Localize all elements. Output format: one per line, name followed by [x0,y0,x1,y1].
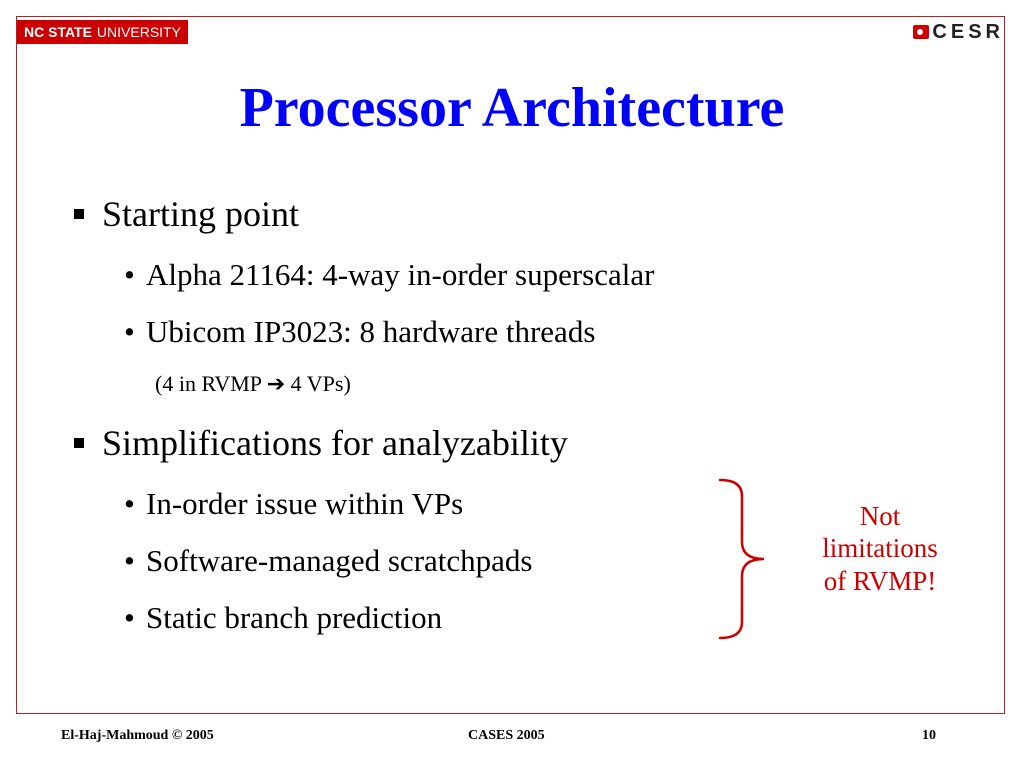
square-bullet-icon [74,208,84,219]
footer-author: El-Haj-Mahmoud © 2005 [61,728,214,743]
sub-bullet-text: In-order issue within VPs [146,486,464,521]
sub-note-rvmp: (4 in RVMP ➔ 4 VPs) [155,373,351,395]
ncsu-logo: NC STATE UNIVERSITY [17,20,188,44]
bullet-text: Simplifications for analyzability [102,423,568,463]
sub-bullet-ubicom: • Ubicom IP3023: 8 hardware threads [124,316,595,347]
round-bullet-icon: • [124,600,135,635]
round-bullet-icon: • [124,486,135,521]
sub-note-suffix: 4 VPs) [290,371,351,396]
right-arrow-icon: ➔ [266,371,286,396]
sub-bullet-text: Static branch prediction [146,600,443,635]
sub-bullet-alpha: • Alpha 21164: 4-way in-order superscalar [124,259,654,290]
side-note-line: Not [859,501,901,531]
round-bullet-icon: • [124,257,135,292]
side-note: Not limitations of RVMP! [795,500,965,597]
sub-bullet-text: Software-managed scratchpads [146,543,533,578]
sub-bullet-in-order: • In-order issue within VPs [124,488,463,519]
side-note-line: of RVMP! [823,565,937,596]
curly-brace-icon [718,478,765,640]
sub-note-prefix: (4 in RVMP [155,371,262,396]
bullet-text: Starting point [102,194,299,234]
bullet-simplifications: Simplifications for analyzability [74,425,568,461]
sub-bullet-scratchpads: • Software-managed scratchpads [124,545,532,576]
sub-bullet-branch: • Static branch prediction [124,602,442,633]
sub-bullet-text: Alpha 21164: 4-way in-order superscalar [146,257,655,292]
slide-title: Processor Architecture [239,77,785,139]
ncsu-logo-rest: UNIVERSITY [96,24,181,40]
cesr-logo: CESR [913,21,1004,43]
round-bullet-icon: • [124,314,135,349]
footer-conference: CASES 2005 [468,728,545,743]
round-bullet-icon: • [124,543,135,578]
ncsu-logo-bold: NC STATE [24,24,92,40]
slide-frame [16,16,1005,714]
square-bullet-icon [74,437,84,448]
cesr-logo-text: CESR [932,20,1004,43]
cesr-mark-icon [913,25,930,39]
side-note-line: limitations [822,533,938,564]
bullet-starting-point: Starting point [74,196,299,232]
footer-page-number: 10 [922,728,936,743]
sub-bullet-text: Ubicom IP3023: 8 hardware threads [146,314,596,349]
